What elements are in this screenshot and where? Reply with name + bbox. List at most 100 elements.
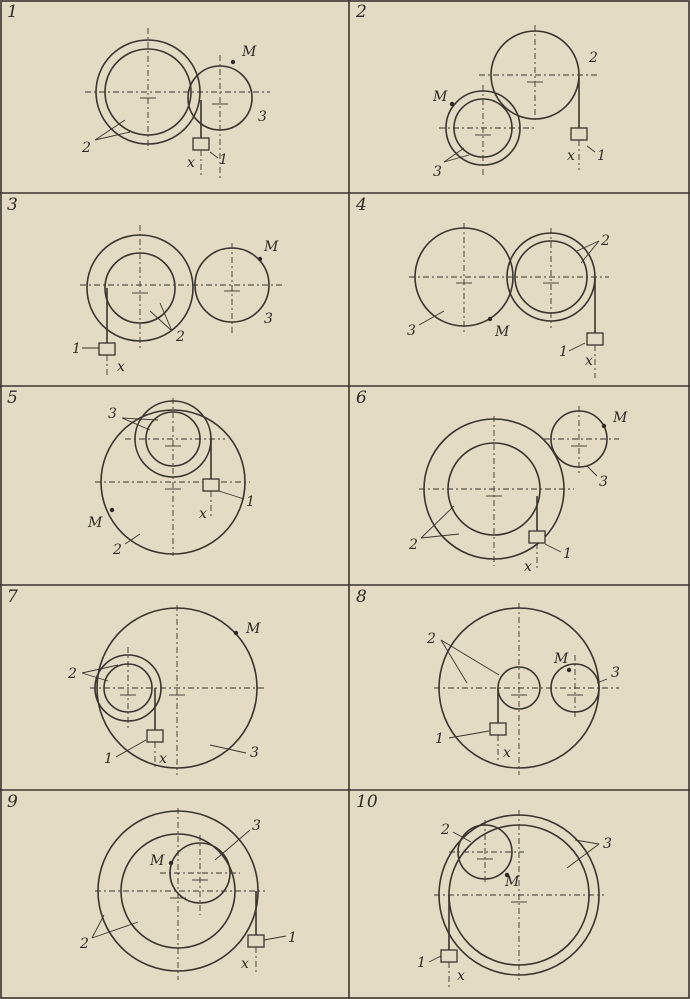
panel-1-drawing: M 3 2 1 x bbox=[81, 28, 270, 180]
panel-number: 8 bbox=[356, 587, 367, 607]
label-x: x bbox=[567, 148, 575, 164]
label-3: 3 bbox=[108, 406, 117, 422]
leader-1 bbox=[544, 543, 562, 553]
leader-1 bbox=[209, 151, 219, 159]
leader-2a bbox=[440, 639, 468, 684]
panel-number: 3 bbox=[7, 195, 18, 215]
point-m bbox=[601, 423, 607, 429]
leader-3b bbox=[121, 417, 159, 421]
load-block-1 bbox=[247, 934, 265, 948]
leader-3 bbox=[586, 465, 598, 477]
label-2: 2 bbox=[426, 631, 436, 647]
point-m bbox=[233, 630, 239, 636]
label-3: 3 bbox=[258, 109, 267, 125]
leader-1 bbox=[263, 935, 287, 941]
panel-number: 10 bbox=[356, 792, 378, 812]
panel-number: 7 bbox=[7, 587, 18, 607]
load-block-1 bbox=[489, 722, 507, 736]
panel-number: 2 bbox=[356, 2, 367, 22]
leader-1 bbox=[218, 490, 245, 500]
leader-1 bbox=[448, 730, 490, 739]
panel-3: 3 M 3 2 1 x bbox=[0, 193, 349, 386]
panel-9: 9 M 3 2 1 x bbox=[0, 790, 349, 999]
leader-3 bbox=[214, 829, 251, 861]
label-3: 3 bbox=[611, 665, 620, 681]
load-block-1 bbox=[570, 127, 588, 141]
label-1: 1 bbox=[559, 344, 568, 360]
label-m: M bbox=[87, 515, 103, 531]
leader-2b bbox=[159, 302, 173, 332]
leader-2b bbox=[91, 921, 139, 939]
panel-9-drawing: M 3 2 1 x bbox=[79, 808, 297, 980]
label-x: x bbox=[159, 751, 167, 767]
leader-3a bbox=[121, 417, 151, 431]
leader-2a bbox=[81, 672, 109, 682]
point-m bbox=[487, 316, 493, 322]
leader-3 bbox=[418, 310, 445, 326]
panel-4-drawing: M 3 2 1 x bbox=[407, 223, 610, 378]
panel-8-drawing: M 3 2 1 x bbox=[426, 603, 620, 775]
label-2: 2 bbox=[112, 542, 122, 558]
label-m: M bbox=[504, 874, 520, 890]
label-2: 2 bbox=[175, 329, 185, 345]
label-x: x bbox=[524, 559, 532, 575]
label-1: 1 bbox=[417, 955, 426, 971]
label-x: x bbox=[241, 956, 249, 972]
panel-4: 4 M 3 2 1 x bbox=[349, 193, 690, 386]
label-x: x bbox=[585, 353, 593, 369]
label-3: 3 bbox=[250, 745, 259, 761]
label-2: 2 bbox=[81, 140, 91, 156]
label-3: 3 bbox=[433, 164, 442, 180]
label-m: M bbox=[263, 239, 279, 255]
point-m bbox=[109, 507, 115, 513]
leader-2b bbox=[580, 240, 600, 264]
label-m: M bbox=[432, 89, 448, 105]
load-block-1 bbox=[586, 332, 604, 346]
panel-10-drawing: M 2 3 1 x bbox=[417, 810, 612, 990]
wheel-2-outer bbox=[97, 810, 259, 972]
label-2: 2 bbox=[588, 50, 598, 66]
label-2: 2 bbox=[600, 233, 610, 249]
panel-2: 2 M 2 3 1 x bbox=[349, 0, 690, 193]
panel-number: 5 bbox=[7, 388, 18, 408]
label-m: M bbox=[494, 324, 510, 340]
leader-3b bbox=[566, 843, 600, 869]
leader-2a bbox=[576, 240, 600, 252]
label-3: 3 bbox=[599, 474, 608, 490]
label-3: 3 bbox=[264, 311, 273, 327]
label-3: 3 bbox=[252, 818, 261, 834]
panel-6-drawing: M 3 2 1 x bbox=[408, 406, 628, 575]
leader-2b bbox=[440, 639, 500, 676]
label-x: x bbox=[503, 745, 511, 761]
leader-2b bbox=[420, 533, 460, 539]
leader-1 bbox=[568, 342, 586, 352]
leader-1 bbox=[428, 955, 442, 963]
point-m bbox=[168, 860, 174, 866]
load-block-1 bbox=[202, 478, 220, 492]
label-1: 1 bbox=[597, 148, 606, 164]
load-block-1 bbox=[146, 729, 164, 743]
leader-2a bbox=[91, 914, 105, 939]
leader-2a bbox=[94, 119, 126, 141]
leader-1 bbox=[586, 145, 596, 153]
label-m: M bbox=[553, 651, 569, 667]
load-block-1 bbox=[192, 137, 210, 151]
leader-2b bbox=[81, 664, 119, 674]
panel-7-drawing: M 2 1 x 3 bbox=[67, 605, 265, 775]
label-1: 1 bbox=[72, 341, 81, 357]
label-3: 3 bbox=[603, 836, 612, 852]
point-m bbox=[257, 256, 263, 262]
label-x: x bbox=[457, 968, 465, 984]
panel-5: 5 M 3 2 1 x bbox=[0, 386, 349, 585]
panel-3-drawing: M 3 2 1 x bbox=[72, 225, 285, 378]
label-x: x bbox=[117, 359, 125, 375]
label-1: 1 bbox=[219, 152, 228, 168]
leader-2 bbox=[452, 831, 472, 843]
label-2: 2 bbox=[408, 537, 418, 553]
leader-3a bbox=[574, 839, 600, 845]
load-block-1 bbox=[528, 530, 546, 544]
panel-10: 10 M 2 3 1 x bbox=[349, 790, 690, 999]
label-1: 1 bbox=[435, 731, 444, 747]
